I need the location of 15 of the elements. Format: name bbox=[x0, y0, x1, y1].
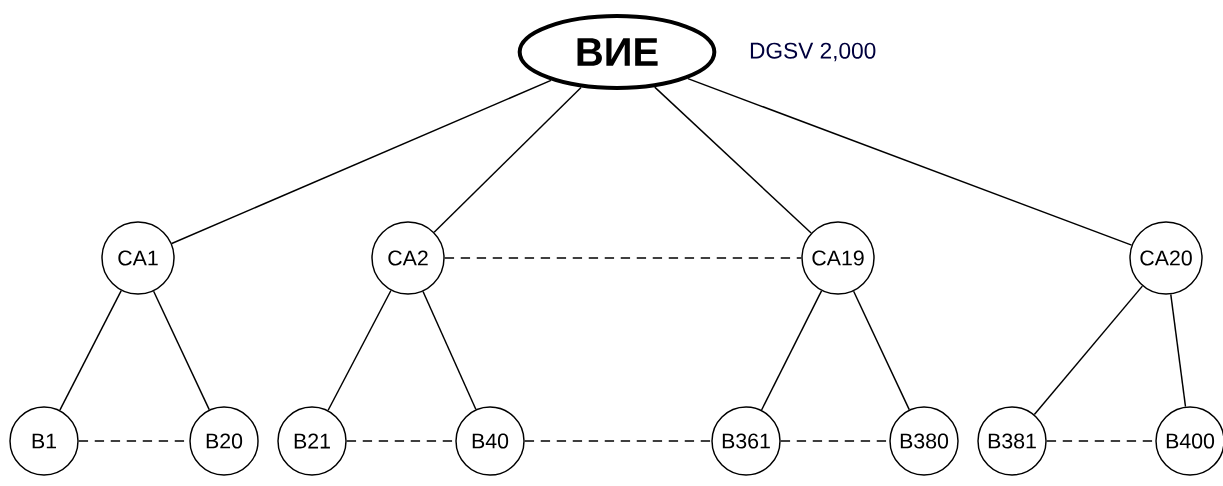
connector-line bbox=[1033, 285, 1144, 416]
dashed-line bbox=[444, 257, 802, 259]
connector-line bbox=[852, 290, 910, 411]
connector-line bbox=[152, 290, 210, 411]
connector-line bbox=[433, 86, 582, 233]
connector-line bbox=[760, 290, 823, 411]
dashed-line bbox=[524, 440, 712, 442]
connector-line bbox=[422, 290, 477, 411]
beside-label: DGSV 2,000 bbox=[750, 42, 876, 62]
connector-line bbox=[687, 77, 1133, 246]
connector-line bbox=[327, 289, 392, 411]
connector-line bbox=[654, 86, 812, 234]
connector-line bbox=[171, 79, 552, 245]
connector-line bbox=[1170, 293, 1187, 408]
connector-line bbox=[59, 289, 122, 411]
